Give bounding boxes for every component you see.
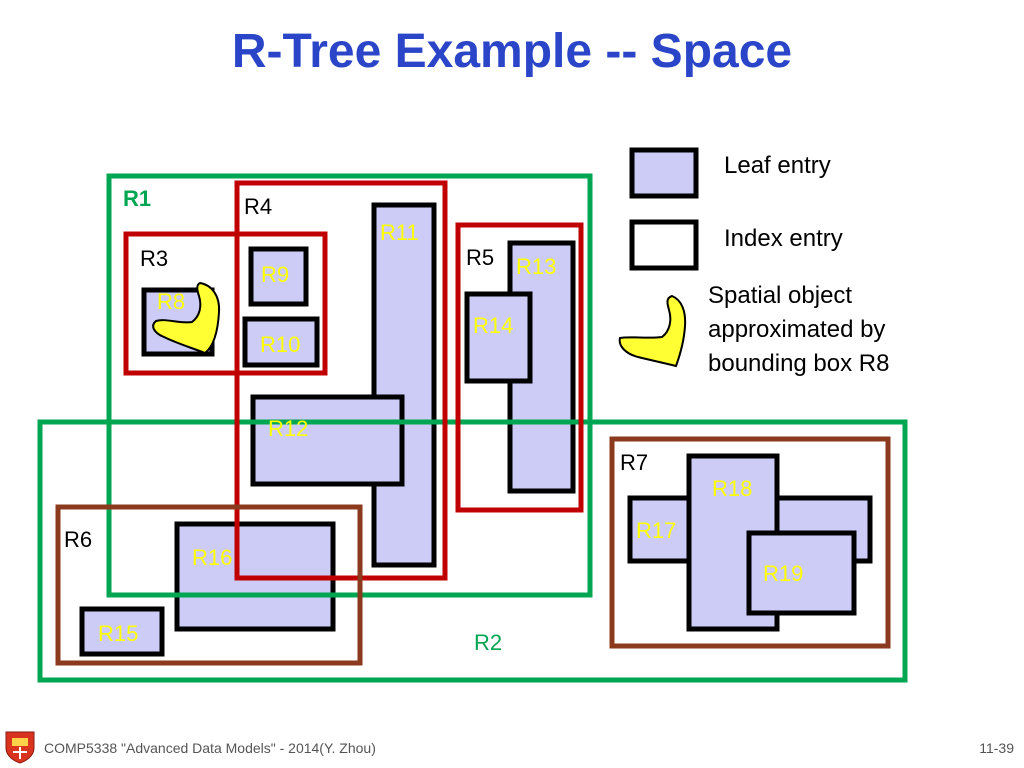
label-r4: R4 [244,194,272,219]
rect-r5 [455,222,584,513]
label-r18: R18 [712,476,752,501]
rect-r4 [234,180,448,581]
rect-r11 [371,202,437,568]
label-r11: R11 [380,220,419,245]
label-r5: R5 [466,245,494,270]
spatial-object-icon [152,281,221,355]
rect-r10 [242,316,320,368]
rect-r2 [37,419,908,683]
legend-leaf-label: Leaf entry [724,152,831,179]
label-r14: R14 [473,313,513,338]
label-r15: R15 [98,621,138,646]
rect-r3 [123,231,328,376]
legend-object-line2: approximated by [708,316,885,343]
label-r2: R2 [474,630,502,655]
footer-course: COMP5338 "Advanced Data Models" - 2014(Y… [44,740,376,756]
label-r19: R19 [763,561,803,586]
label-r10: R10 [260,332,300,357]
rect-r9 [248,246,309,307]
slide-title: R-Tree Example -- Space [231,25,793,78]
rect-r19 [746,530,857,616]
legend-spatial-object-icon [618,294,687,368]
label-r17: R17 [636,518,676,543]
university-crest-icon [5,731,35,764]
label-r6: R6 [64,527,92,552]
rect-r6 [55,504,363,666]
label-r13: R13 [516,254,556,279]
label-r7: R7 [620,450,648,475]
label-r12: R12 [268,416,308,441]
rect-r1 [106,173,593,598]
label-r16: R16 [192,545,232,570]
label-r3: R3 [140,246,168,271]
legend-leaf-swatch [629,147,699,199]
rect-r14 [464,291,533,384]
rect-r15 [79,606,165,657]
legend-object-line3: bounding box R8 [708,350,889,377]
label-r8: R8 [157,289,185,314]
rect-r7 [609,436,891,649]
legend-index-label: Index entry [724,225,843,252]
label-r9: R9 [261,262,289,287]
rect-r12 [250,394,405,487]
legend-object-line1: Spatial object [708,282,852,309]
legend-index-swatch [629,219,699,271]
label-r1: R1 [123,186,151,211]
footer-page-number: 11-39 [979,740,1014,756]
